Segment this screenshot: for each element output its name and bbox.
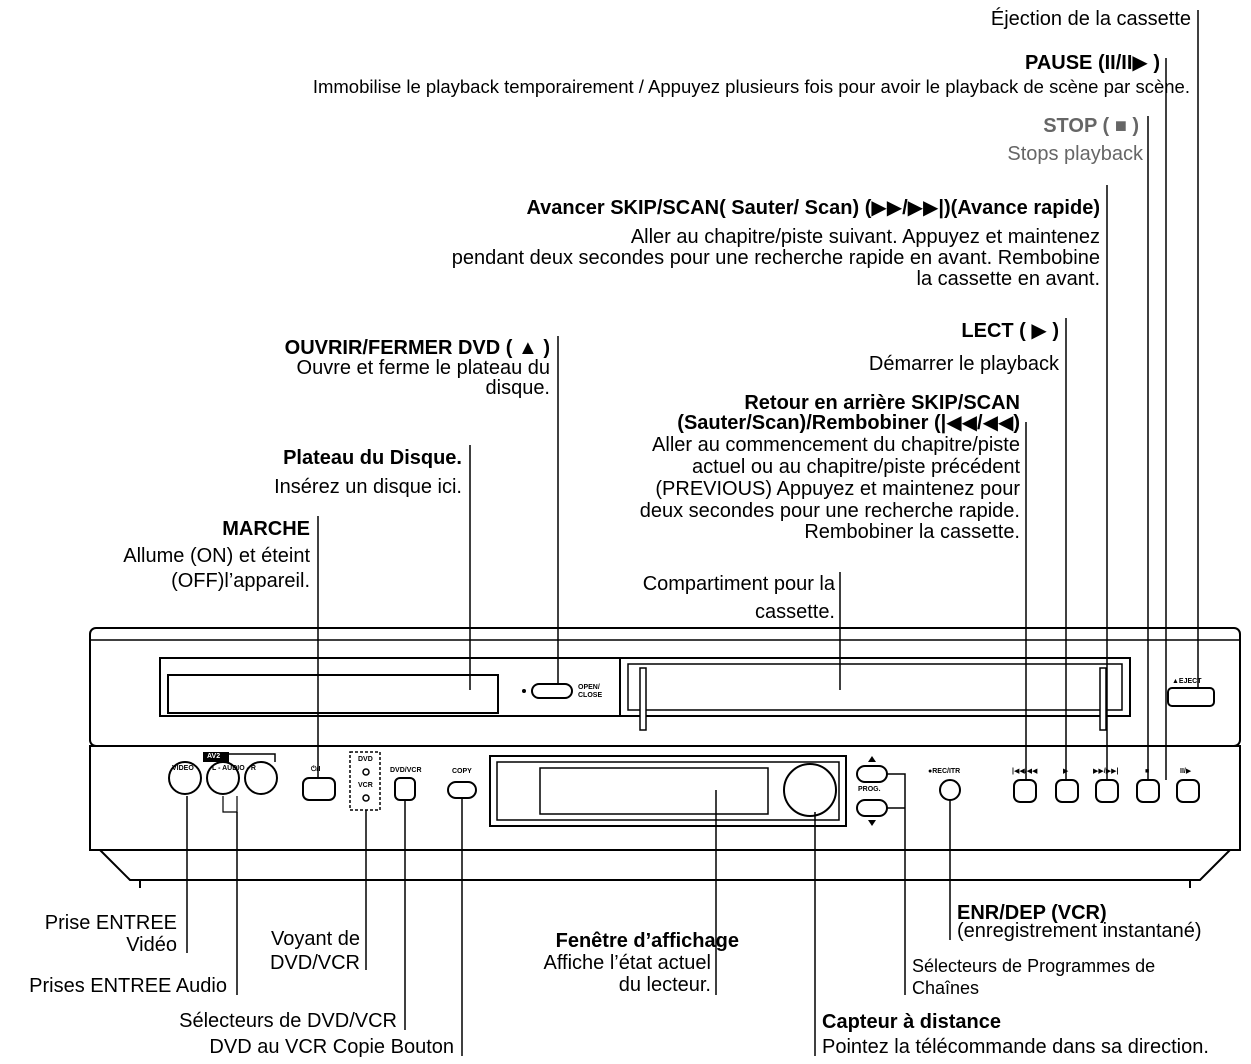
open-close-desc-1: Ouvre et ferme le plateau du <box>296 357 550 379</box>
cassette-compartment-label-1: Compartiment pour la <box>642 573 835 595</box>
skip-back-desc-3: (PREVIOUS) Appuyez et maintenez pour <box>655 478 1020 500</box>
prog-selector-label-2: Chaînes <box>912 978 980 998</box>
prog-up-button[interactable] <box>856 765 888 783</box>
stop-title: STOP ( ■ ) <box>1043 115 1139 137</box>
skip-back-title-1: Retour en arrière SKIP/SCAN <box>744 392 1020 414</box>
skip-back-desc-1: Aller au commencement du chapitre/piste <box>652 434 1020 456</box>
skip-back-button[interactable] <box>1013 779 1037 803</box>
cassette-compartment-label-2: cassette. <box>754 601 835 623</box>
prog-selector-label-1: Sélecteurs de Programmes de <box>912 956 1156 976</box>
skip-back-desc-2: actuel ou au chapitre/piste précédent <box>692 456 1020 478</box>
display-title: Fenêtre d’affichage <box>555 930 739 952</box>
panel-skip-fwd-label: ▶▶/▶▶| <box>1093 768 1119 775</box>
dvd-vcr-indicator <box>349 751 381 811</box>
skip-forward-title: Avancer SKIP/SCAN( Sauter/ Scan) (▶▶/▶▶|… <box>526 197 1100 219</box>
remote-sensor-desc: Pointez la télécommande dans sa directio… <box>822 1036 1209 1058</box>
skip-back-desc-5: Rembobiner la cassette. <box>804 521 1020 543</box>
panel-copy-label: COPY <box>452 768 472 775</box>
selector-label: Sélecteurs de DVD/VCR <box>179 1010 397 1032</box>
open-close-title: OUVRIR/FERMER DVD ( ▲ ) <box>284 337 550 359</box>
eject-label: Éjection de la cassette <box>990 8 1191 30</box>
prog-down-button[interactable] <box>856 799 888 817</box>
indicator-label-2: DVD/VCR <box>269 952 360 974</box>
remote-sensor-title: Capteur à distance <box>822 1011 1001 1033</box>
open-close-button[interactable] <box>531 683 573 699</box>
skip-forward-desc-1: Aller au chapitre/piste suivant. Appuyez… <box>630 226 1100 248</box>
indicator-label-1: Voyant de <box>271 928 360 950</box>
copy-button[interactable] <box>447 781 477 799</box>
power-title: MARCHE <box>222 518 310 540</box>
video-input-label-1: Prise ENTREE <box>44 912 177 934</box>
eject-button[interactable] <box>1167 687 1215 707</box>
pause-desc: Immobilise le playback temporairement / … <box>312 76 1190 97</box>
panel-pause-label: II/▶ <box>1180 768 1192 775</box>
stop-button[interactable] <box>1136 779 1160 803</box>
play-title: LECT ( ▶ ) <box>961 320 1059 342</box>
panel-power-label: ⏻/I <box>311 766 321 773</box>
panel-dvd-label: DVD <box>358 756 373 763</box>
skip-back-title-2: (Sauter/Scan)/Rembobiner (|◀◀/◀◀) <box>677 412 1020 434</box>
play-button[interactable] <box>1055 779 1079 803</box>
device-base <box>99 849 1231 881</box>
power-desc-2: (OFF)l’appareil. <box>171 570 310 592</box>
power-desc-1: Allume (ON) et éteint <box>123 545 310 567</box>
panel-play-label: ▶ <box>1063 768 1069 775</box>
display-desc-2: du lecteur. <box>618 974 711 996</box>
skip-back-desc-4: deux secondes pour une recherche rapide. <box>639 500 1020 522</box>
panel-eject-label: ▲EJECT <box>1172 678 1202 685</box>
pause-button[interactable] <box>1176 779 1200 803</box>
rec-button[interactable] <box>939 779 961 801</box>
audio-input-label: Prises ENTREE Audio <box>29 975 227 997</box>
tray-title: Plateau du Disque. <box>283 447 462 469</box>
video-input-label-2: Vidéo <box>126 934 177 956</box>
display-desc-1: Affiche l’état actuel <box>543 952 711 974</box>
panel-rec-label: ●REC/ITR <box>928 768 961 775</box>
rec-title: ENR/DEP (VCR) <box>957 902 1107 924</box>
skip-forward-desc-3: la cassette en avant. <box>916 268 1100 290</box>
dvd-vcr-selector-button[interactable] <box>394 777 416 801</box>
tray-desc: Insérez un disque ici. <box>274 476 462 498</box>
skip-forward-button[interactable] <box>1095 779 1119 803</box>
panel-audio-label: L - AUDIO - R <box>212 765 256 772</box>
panel-stop-label: ■ <box>1145 768 1150 775</box>
audio-r-jack[interactable] <box>244 761 278 795</box>
skip-forward-desc-2: pendant deux secondes pour une recherche… <box>451 247 1100 269</box>
video-jack[interactable] <box>168 761 202 795</box>
rec-desc: (enregistrement instantané) <box>957 920 1202 942</box>
open-close-desc-2: disque. <box>485 377 551 399</box>
panel-open-close-label: OPEN/CLOSE <box>578 684 603 699</box>
play-desc: Démarrer le playback <box>868 353 1059 375</box>
pause-title: PAUSE (II/II▶ ) <box>1024 52 1160 74</box>
remote-sensor <box>783 763 837 817</box>
panel-dvd-vcr-label: DVD/VCR <box>390 767 422 774</box>
panel-vcr-label: VCR <box>358 782 373 789</box>
panel-prog-label: PROG. <box>858 786 881 793</box>
copy-button-label: DVD au VCR Copie Bouton <box>209 1036 454 1058</box>
panel-skip-back-label: |◀◀/◀◀ <box>1012 768 1038 775</box>
stop-desc: Stops playback <box>1007 143 1143 165</box>
panel-av2-label: AV2 <box>207 753 221 760</box>
power-button[interactable] <box>302 777 336 801</box>
panel-video-label: VIDEO <box>172 765 194 772</box>
